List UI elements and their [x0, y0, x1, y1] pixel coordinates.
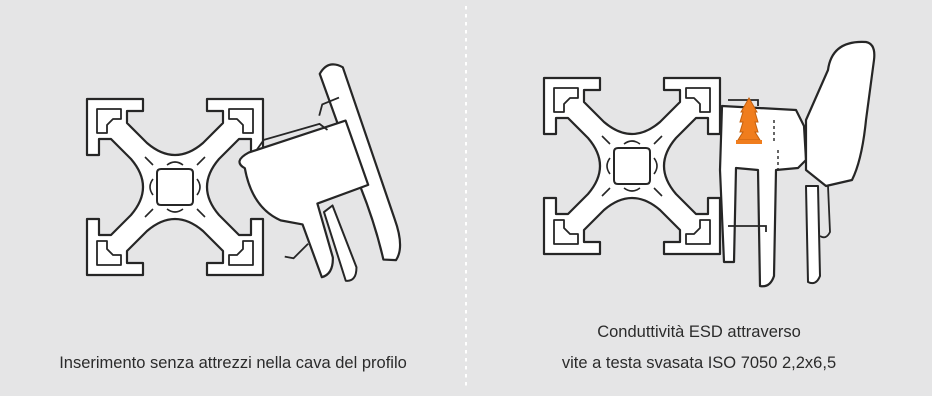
- caption-esd-line-2: vite a testa svasata ISO 7050 2,2x6,5: [561, 354, 837, 372]
- panel-esd-conductivity: Conduttività ESD attraverso vite a testa…: [466, 0, 932, 396]
- aluminium-profile-icon: [85, 97, 265, 277]
- panel-tool-free-insertion: Inserimento senza attrezzi nella cava de…: [59, 63, 407, 372]
- caption-tool-free-insertion: Inserimento senza attrezzi nella cava de…: [59, 354, 407, 372]
- aluminium-profile-icon: [542, 76, 722, 256]
- clip-part-icon: [238, 63, 402, 282]
- esd-screw-illustration: [542, 40, 876, 288]
- panel-divider: [465, 6, 467, 390]
- caption-esd-line-1: Conduttività ESD attraverso: [597, 323, 801, 341]
- insertion-illustration: [85, 63, 402, 282]
- clip-part-icon: [718, 40, 876, 288]
- countersunk-screw-icon: [736, 96, 762, 144]
